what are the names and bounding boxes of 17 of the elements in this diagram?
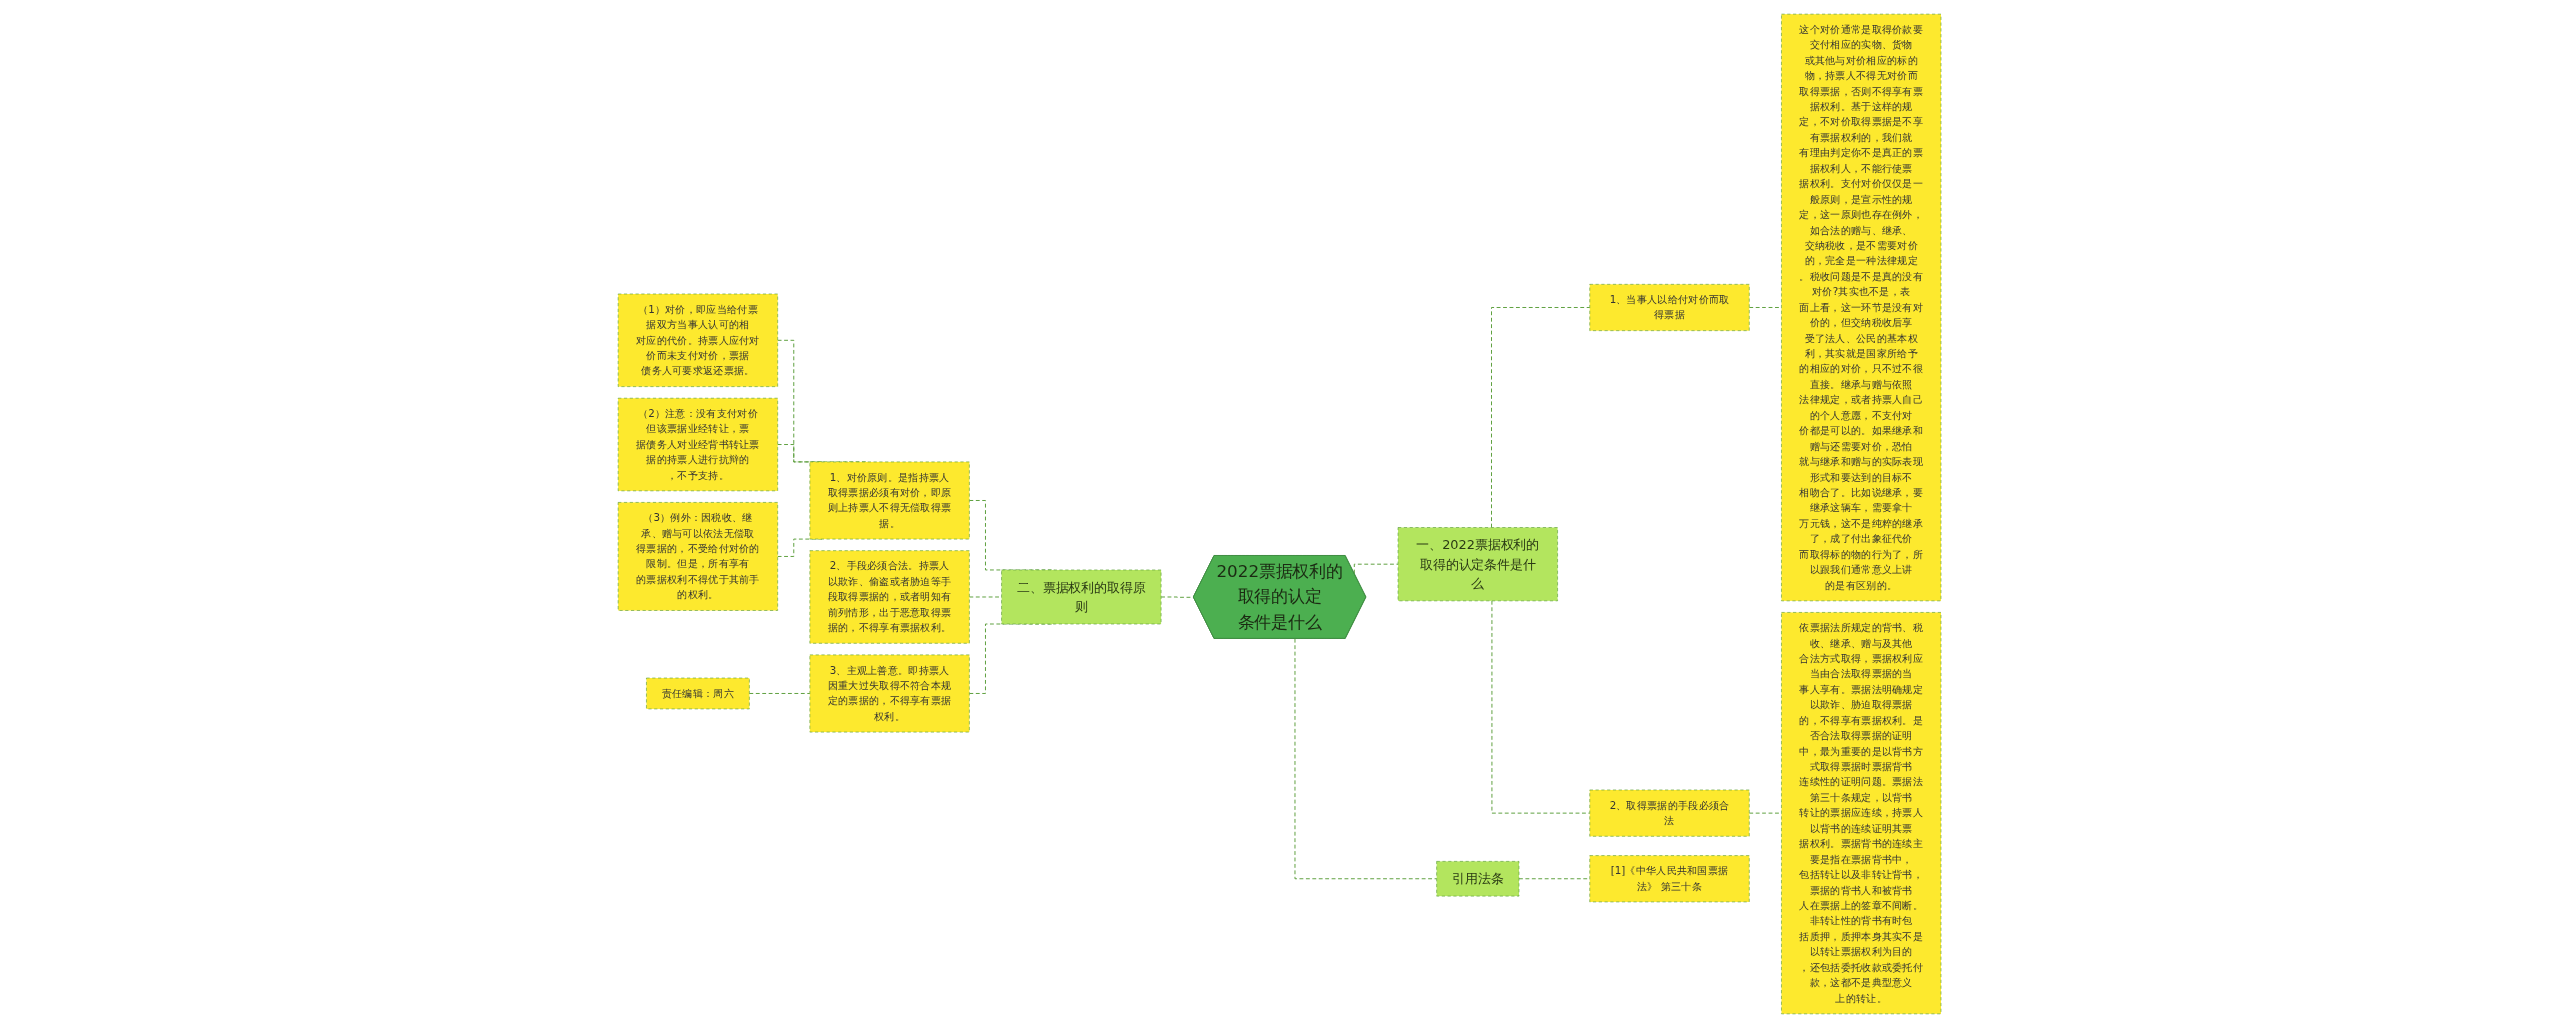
node-box: （2）注意：没有支付对价但该票据业经转让，票据债务人对业经背书转让票据的持票人进行抗辩的，不予支持。 — [618, 397, 779, 491]
node-box: 2、取得票据的手段必须合法 — [1589, 789, 1751, 837]
connector — [1161, 596, 1195, 598]
node-box: 1、当事人以给付对价而取得票据 — [1589, 283, 1751, 331]
node-box: （1）对价，即应当给付票据双方当事人认可的相对应的代价。持票人应付对价而未支付对价，票据债务人可要求返还票据。 — [618, 293, 779, 387]
connector — [1294, 637, 1438, 879]
node-box: 一、2022票据权利的取得的认定条件是什么 — [1398, 526, 1559, 601]
node-box: 二、票据权利的取得原则 — [1001, 569, 1162, 624]
node-box: 依票据法所规定的背书、税收、继承、赠与及其他合法方式取得，票据权利应当由合法取得票据的当事人享有。票据法明确规定以欺诈、胁迫取得票据的，不得享有票据权利。是否合法取得票据的证明中，最为重要的是以背书方式取得票据时票据背书连续性的证明问题。票据法第三十条规定，以背书转让的票据应连续，持票人以背书的连续证明其票据权利。票据背书的连续主要是指在票据背书中，包括转让以及非转让背书，票据的背书人和被背书人在票据上的签章不间断。非转让性的背书有时包括质押，质押本身其实不是以转让票据权利为目的，还包括委托收款或委托付款，这都不是典型意义上的转让。 — [1781, 611, 1942, 1014]
node-box: 3、主观上善意。即持票人因重大过失取得不符合本规定的票据的，不得享有票据权利。 — [809, 654, 971, 732]
node-box: 1、对价原则。是指持票人取得票据必须有对价，即原则上持票人不得无偿取得票据。 — [809, 461, 971, 539]
node-box: [1]《中华人民共和国票据法》 第三十条 — [1589, 854, 1751, 902]
node-box: 2、手段必须合法。持票人以欺诈、偷盗或者胁迫等手段取得票据的，或者明知有前列情形，出于恶意取得票据的，不得享有票据权利。 — [809, 549, 971, 644]
node-box: 引用法条 — [1436, 860, 1520, 896]
node-box: （3）例外：因税收、继承、赠与可以依法无偿取得票据的，不受给付对价的限制。但是，所有享有的票据权利不得优于其前手的权利。 — [618, 501, 779, 611]
node-box: 这个对价通常是取得价款要交付相应的实物、货物或其他与对价相应的标的物，持票人不得无对价而取得票据，否则不得享有票据权利。基于这样的规定，不对价取得票据是不享有票据权利的，我们就有理由判定你不是真正的票据权利人，不能行使票据权利。支付对价仅仅是一般原则，是宣示性的规定，这一原则也存在例外，如合法的赠与、继承、交纳税收，是不需要对价的，完全是一种法律规定。税收问题是不是真的没有对价?其实也不是，表面上看，这一环节是没有对价的，但交纳税收后享受了法人、公民的基本权利，其实就是国家所给予的相应的对价，只不过不很直接。继承与赠与依照法律规定，或者持票人自己的个人意愿，不支付对价都是可以的。如果继承和赠与还需要对价，恐怕就与继承和赠与的实际表现形式和要达到的目标不相吻合了。比如说继承，要继承这辆车，需要拿十万元钱，这不是纯粹的继承了，成了付出象征代价而取得标的物的行为了，所以跟我们通常意义上讲的是有区别的。 — [1781, 13, 1942, 601]
node-box: 责任编辑：周六 — [646, 677, 751, 709]
